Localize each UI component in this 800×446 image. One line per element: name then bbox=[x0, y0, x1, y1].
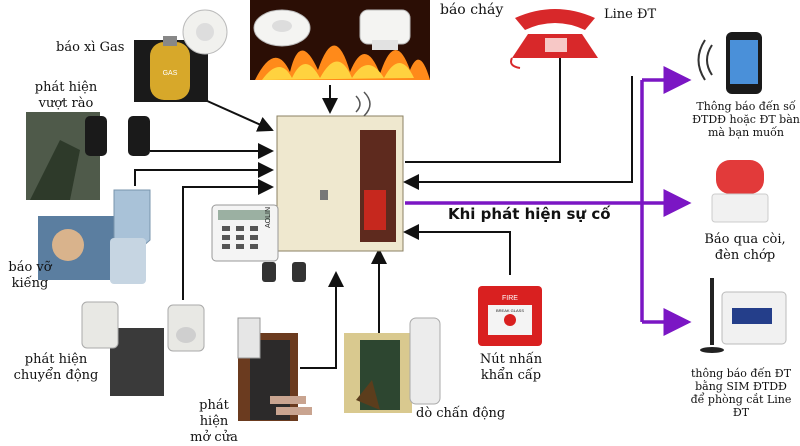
label-fire: báo cháy bbox=[440, 2, 504, 18]
wire-gas bbox=[204, 99, 274, 132]
label-motion-line1: phát hiện bbox=[24, 352, 88, 367]
fire-button-text: FIRE bbox=[502, 295, 518, 302]
siren-image bbox=[711, 160, 769, 223]
desk-phone-image bbox=[510, 9, 598, 69]
wire-glass bbox=[134, 162, 274, 186]
connection-wires: GAS bbox=[26, 0, 787, 421]
label-glass-line1: báo vỡ bbox=[8, 260, 52, 275]
label-vibration: dò chấn động bbox=[416, 406, 506, 421]
wire-motion bbox=[182, 179, 274, 300]
label-line: Line ĐT bbox=[604, 7, 657, 22]
label-door-line1: phát hiện bbox=[199, 398, 229, 429]
label-panic: Nút nhấn khẩn cấp bbox=[476, 352, 546, 384]
label-phone-notify-line2: ĐTDĐ hoặc ĐT bàn bbox=[692, 113, 800, 126]
gas-device: GAS bbox=[134, 9, 228, 102]
label-fence: phát hiện vượt rào bbox=[26, 80, 106, 112]
label-incident: Khi phát hiện sự cố bbox=[448, 205, 611, 223]
label-motion-line2: chuyển động bbox=[13, 368, 99, 383]
label-fence-line1: phát hiện bbox=[34, 80, 98, 95]
gsm-module-image bbox=[700, 278, 787, 353]
wire-panic bbox=[403, 224, 511, 275]
label-panic-line2: khẩn cấp bbox=[480, 368, 542, 383]
vibration-sensor-image bbox=[344, 317, 441, 413]
label-phone-notify-line1: Thông báo đến số bbox=[696, 100, 796, 113]
panel-brand: AOLIN bbox=[265, 207, 272, 228]
label-fence-line2: vượt rào bbox=[38, 96, 94, 111]
label-phone-notify-line3: mà bạn muốn bbox=[708, 126, 784, 139]
label-siren: Báo qua còi, đèn chớp bbox=[690, 232, 800, 264]
label-siren-line2: đèn chớp bbox=[714, 248, 776, 263]
label-door: phát hiện mở cửa bbox=[184, 398, 244, 446]
wire-phone-out bbox=[405, 54, 572, 163]
label-sim-line1: thông báo đến ĐT bbox=[690, 367, 792, 380]
fire-image bbox=[250, 0, 430, 80]
label-phone-notify: Thông báo đến số ĐTDĐ hoặc ĐT bàn mà bạn… bbox=[690, 100, 800, 139]
svg-text:GAS: GAS bbox=[163, 70, 178, 77]
label-door-line2: mở cửa bbox=[190, 430, 238, 445]
label-sim-line2: bằng SIM ĐTDĐ bbox=[695, 380, 787, 393]
label-glass-line2: kiếng bbox=[11, 276, 49, 291]
panic-button-image bbox=[478, 286, 542, 346]
wire-phone-in bbox=[403, 76, 633, 190]
door-sensor-image bbox=[237, 317, 312, 421]
mobile-phone-image bbox=[697, 32, 762, 94]
panel-signal-waves bbox=[355, 91, 371, 117]
fire-button-subtext: BREAK GLASS bbox=[496, 308, 524, 313]
control-panel-image bbox=[211, 115, 404, 282]
label-gas: báo xì Gas bbox=[56, 40, 125, 55]
glass-break-image bbox=[38, 189, 151, 284]
wire-door bbox=[300, 271, 344, 369]
motion-sensor-image bbox=[81, 301, 205, 396]
label-glass: báo vỡ kiếng bbox=[5, 260, 55, 292]
label-siren-line1: Báo qua còi, bbox=[704, 232, 786, 247]
label-panic-line1: Nút nhấn bbox=[479, 352, 543, 367]
label-motion: phát hiện chuyển động bbox=[8, 352, 104, 384]
label-sim-line3: để phòng cắt Line ĐT bbox=[690, 393, 792, 419]
label-sim: thông báo đến ĐT bằng SIM ĐTDĐ để phòng … bbox=[682, 367, 800, 419]
fence-sensor-image bbox=[26, 112, 150, 200]
